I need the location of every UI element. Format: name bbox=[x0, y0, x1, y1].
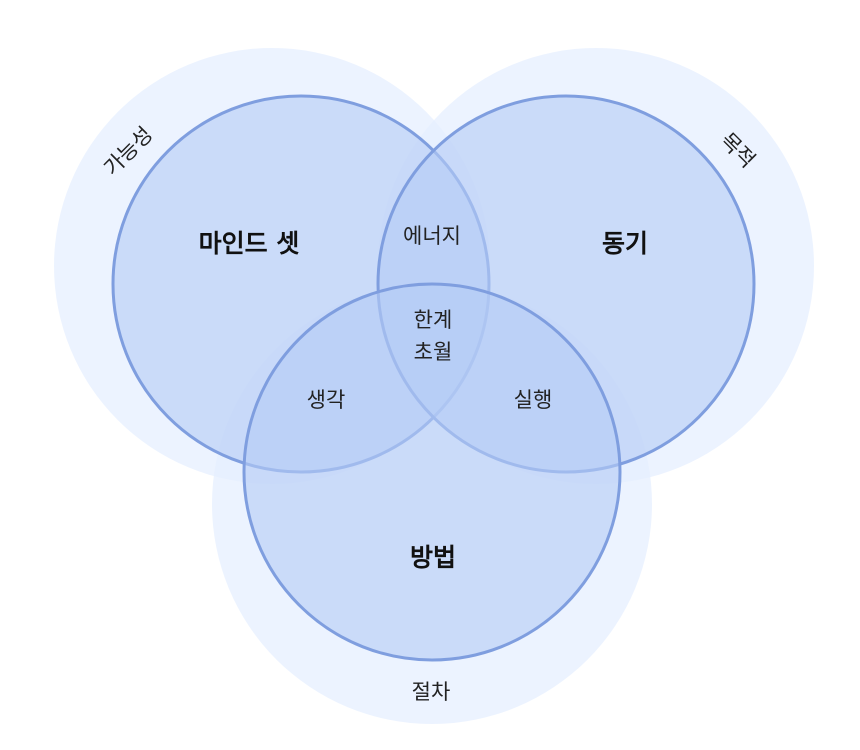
label-method: 방법 bbox=[410, 543, 456, 572]
label-center-line2: 초월 bbox=[414, 340, 453, 364]
label-center-line1: 한계 bbox=[414, 308, 453, 332]
label-motivation: 동기 bbox=[602, 229, 648, 258]
label-mindset: 마인드 셋 bbox=[199, 229, 300, 258]
label-procedure: 절차 bbox=[412, 680, 451, 704]
label-thinking: 생각 bbox=[307, 388, 346, 412]
label-execution: 실행 bbox=[514, 388, 553, 412]
label-energy: 에너지 bbox=[403, 224, 461, 248]
circle-method bbox=[242, 282, 622, 662]
